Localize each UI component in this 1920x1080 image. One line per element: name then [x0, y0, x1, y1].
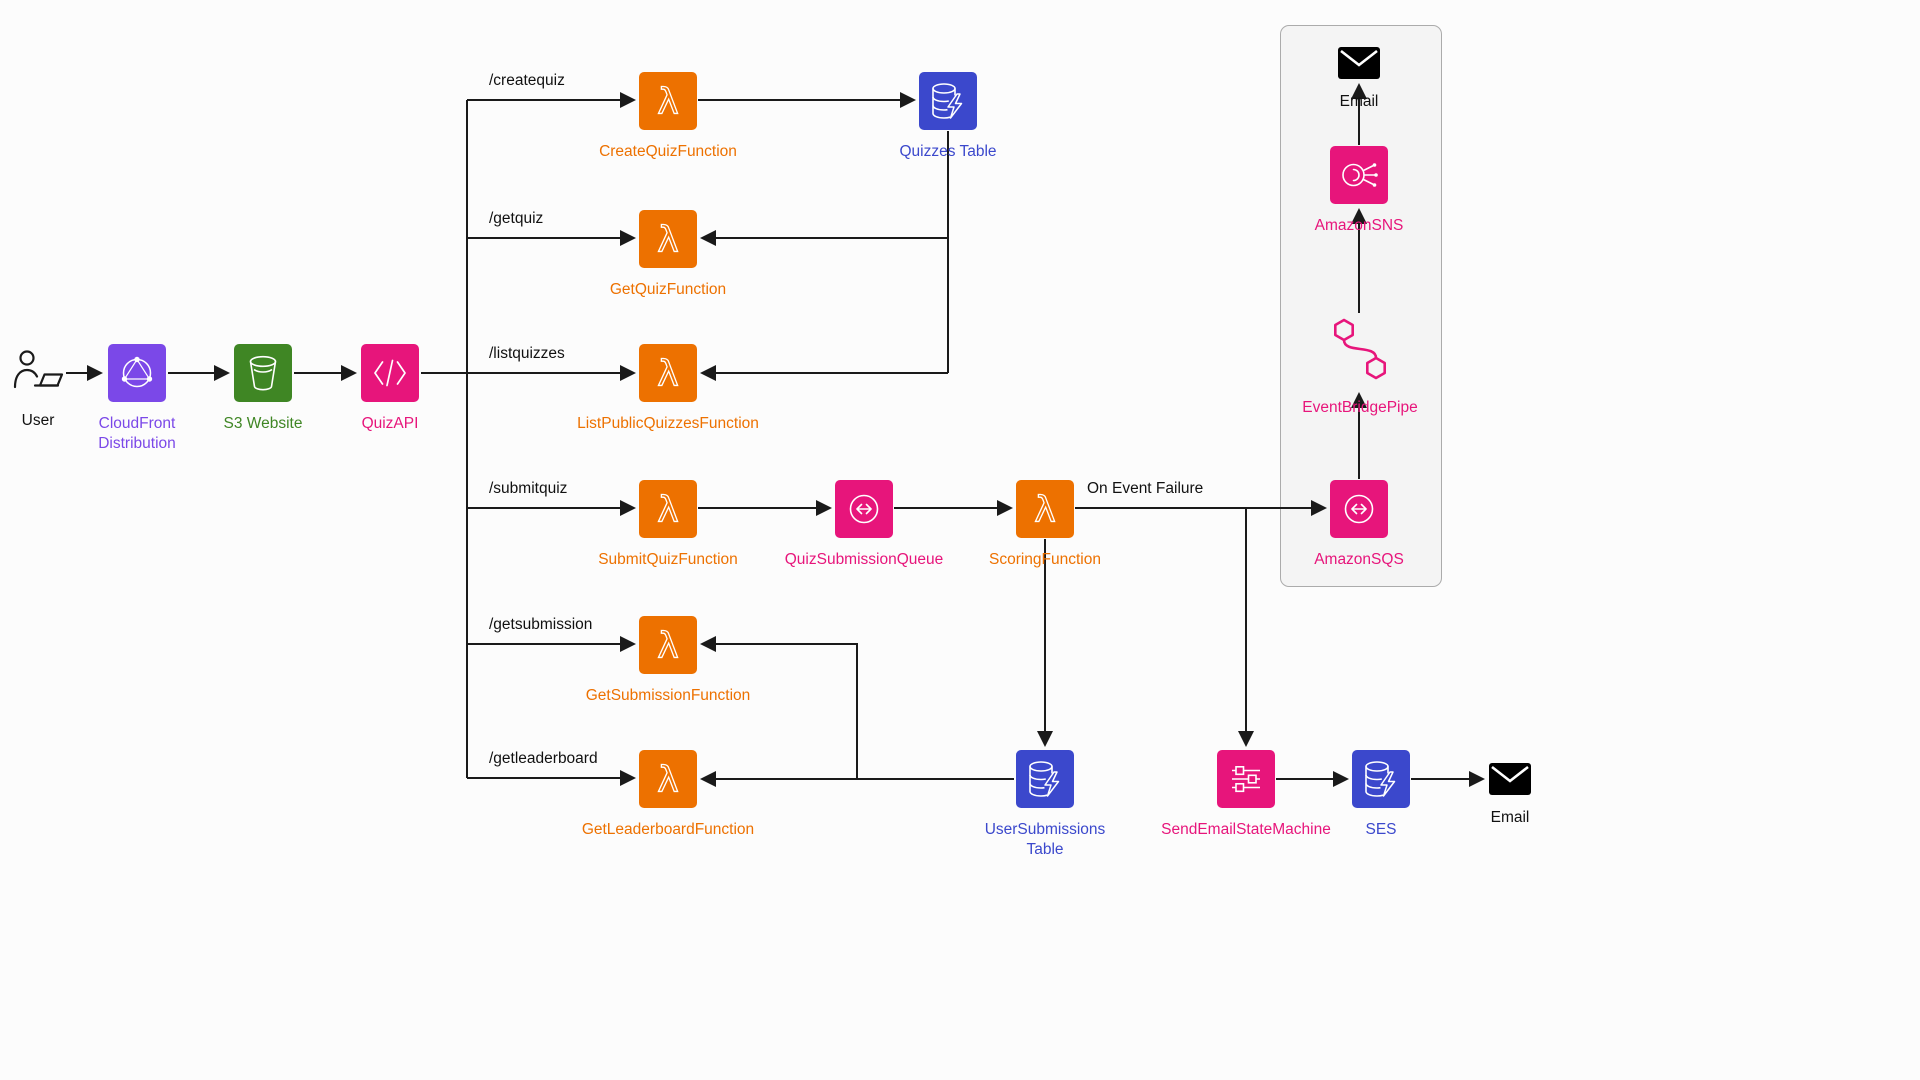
- email-icon: [1337, 46, 1381, 85]
- node-label: S3 Website: [223, 415, 303, 432]
- route-getsubmission: /getsubmission: [489, 616, 593, 633]
- node-label: AmazonSNS: [1314, 217, 1404, 234]
- get-submission-function-node: λ GetSubmissionFunction: [558, 616, 778, 706]
- get-quiz-function-node: λ GetQuizFunction: [558, 210, 778, 300]
- svg-text:λ: λ: [657, 760, 678, 801]
- lambda-icon: λ: [639, 616, 697, 674]
- node-label: User: [21, 412, 55, 429]
- ses-icon: [1352, 750, 1410, 808]
- node-label: ListPublicQuizzesFunction: [577, 415, 759, 432]
- route-createquiz: /createquiz: [489, 72, 565, 89]
- dynamodb-icon: [1016, 750, 1074, 808]
- svg-text:λ: λ: [657, 490, 678, 531]
- s3-node: S3 Website: [153, 344, 373, 434]
- lambda-icon: λ: [1016, 480, 1074, 538]
- node-label: GetQuizFunction: [609, 281, 727, 298]
- node-label: EventBridgePipe: [1302, 399, 1418, 416]
- amazon-sqs-node: AmazonSQS: [1249, 480, 1469, 570]
- event-bridge-pipe-node: EventBridgePipe: [1250, 316, 1470, 418]
- dynamodb-icon: [919, 72, 977, 130]
- svg-text:λ: λ: [1034, 490, 1055, 531]
- lambda-icon: λ: [639, 750, 697, 808]
- node-label: CloudFront Distribution: [98, 415, 176, 453]
- node-label: ScoringFunction: [988, 551, 1101, 568]
- sqs-icon: [835, 480, 893, 538]
- user-submissions-table-node: UserSubmissions Table: [935, 750, 1155, 860]
- email-ses-node: Email: [1400, 762, 1620, 828]
- svg-text:λ: λ: [657, 82, 678, 123]
- ses-node: SES: [1271, 750, 1491, 840]
- on-event-failure-label: On Event Failure: [1087, 480, 1204, 497]
- node-label: GetLeaderboardFunction: [581, 821, 755, 838]
- route-getquiz: /getquiz: [489, 210, 544, 227]
- create-quiz-function-node: λ CreateQuizFunction: [558, 72, 778, 162]
- node-label: UserSubmissions Table: [984, 821, 1106, 859]
- node-label: GetSubmissionFunction: [585, 687, 751, 704]
- sns-icon: [1330, 146, 1388, 204]
- user-node: User: [0, 347, 148, 431]
- submit-quiz-function-node: λ SubmitQuizFunction: [558, 480, 778, 570]
- cloudfront-node: CloudFront Distribution: [27, 344, 247, 454]
- scoring-function-node: λ ScoringFunction: [935, 480, 1155, 570]
- lambda-icon: λ: [639, 480, 697, 538]
- email-icon: [1488, 762, 1532, 801]
- node-label: SendEmailStateMachine: [1161, 821, 1331, 838]
- node-label: AmazonSQS: [1314, 551, 1404, 568]
- eventbridge-pipe-icon: [1327, 316, 1393, 391]
- node-label: Quizzes Table: [899, 143, 997, 160]
- route-getleaderboard: /getleaderboard: [489, 750, 598, 767]
- node-label: SES: [1365, 821, 1397, 838]
- list-public-quizzes-function-node: λ ListPublicQuizzesFunction: [558, 344, 778, 434]
- quizzes-table-node: Quizzes Table: [838, 72, 1058, 162]
- lambda-icon: λ: [639, 210, 697, 268]
- svg-text:λ: λ: [657, 220, 678, 261]
- step-functions-icon: [1217, 750, 1275, 808]
- svg-text:λ: λ: [657, 626, 678, 667]
- quizapi-node: QuizAPI: [280, 344, 500, 434]
- email-sns-node: Email: [1249, 46, 1469, 112]
- quiz-submission-queue-node: QuizSubmissionQueue: [754, 480, 974, 570]
- node-label: QuizAPI: [361, 415, 419, 432]
- sqs-icon: [1330, 480, 1388, 538]
- lambda-icon: λ: [639, 72, 697, 130]
- user-icon: [10, 347, 66, 404]
- node-label: Email: [1339, 93, 1379, 110]
- s3-bucket-icon: [234, 344, 292, 402]
- node-label: CreateQuizFunction: [599, 143, 737, 160]
- node-label: SubmitQuizFunction: [598, 551, 738, 568]
- lambda-icon: λ: [639, 344, 697, 402]
- node-label: QuizSubmissionQueue: [784, 551, 944, 568]
- route-submitquiz: /submitquiz: [489, 480, 568, 497]
- api-gateway-icon: [361, 344, 419, 402]
- get-leaderboard-function-node: λ GetLeaderboardFunction: [558, 750, 778, 840]
- cloudfront-icon: [108, 344, 166, 402]
- node-label: Email: [1490, 809, 1530, 826]
- svg-text:λ: λ: [657, 354, 678, 395]
- route-listquizzes: /listquizzes: [489, 345, 565, 362]
- amazon-sns-node: AmazonSNS: [1249, 146, 1469, 236]
- send-email-state-machine-node: SendEmailStateMachine: [1136, 750, 1356, 840]
